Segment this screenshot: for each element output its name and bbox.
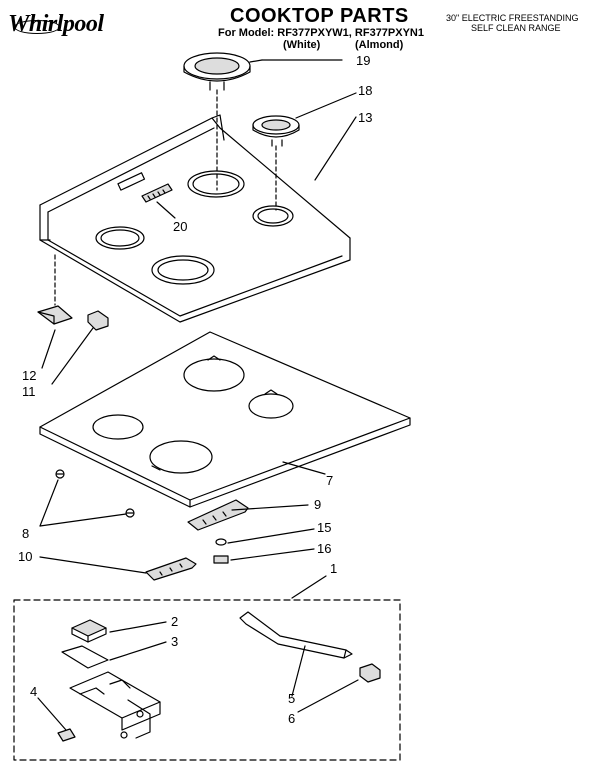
bracket-assembly[interactable] xyxy=(69,671,161,739)
callout-12: 12 xyxy=(22,368,37,383)
callout-8: 8 xyxy=(22,526,30,541)
callout-15: 15 xyxy=(317,520,332,535)
screw[interactable] xyxy=(125,508,135,518)
kit-outline xyxy=(13,599,401,761)
callout-11: 11 xyxy=(22,384,36,399)
callout-20: 20 xyxy=(173,219,188,234)
bracket[interactable] xyxy=(37,305,73,325)
sensor-bar[interactable] xyxy=(239,611,353,659)
nut[interactable] xyxy=(213,555,229,564)
insulator-pad[interactable] xyxy=(61,645,109,669)
main-top-panel[interactable] xyxy=(39,331,411,508)
callout-19: 19 xyxy=(356,53,371,68)
callout-4: 4 xyxy=(30,684,38,699)
callout-9: 9 xyxy=(314,497,322,512)
color-almond-label: (Almond) xyxy=(355,39,404,51)
leader-line xyxy=(282,461,326,475)
callout-10: 10 xyxy=(18,549,33,564)
vent-grille[interactable] xyxy=(141,183,173,203)
terminal[interactable] xyxy=(57,728,76,742)
color-white-label: (White) xyxy=(283,39,321,51)
logo-oval xyxy=(14,20,60,34)
small-surface-element[interactable] xyxy=(252,115,300,147)
spring-clip-lower[interactable] xyxy=(145,557,197,581)
leader-line xyxy=(231,504,309,511)
callout-1: 1 xyxy=(330,561,338,576)
washer[interactable] xyxy=(215,538,227,546)
callout-7: 7 xyxy=(326,473,334,488)
callout-18: 18 xyxy=(358,83,373,98)
callout-leaders xyxy=(37,59,359,731)
leader-line xyxy=(156,201,176,219)
brand-logo: Whirlpool xyxy=(8,11,104,37)
cooktop[interactable] xyxy=(39,114,351,323)
page-title: COOKTOP PARTS xyxy=(230,5,409,27)
block-clip[interactable] xyxy=(87,310,109,331)
callout-6: 6 xyxy=(288,711,296,726)
callout-13: 13 xyxy=(358,110,373,125)
callout-2: 2 xyxy=(171,614,179,629)
spring-clip[interactable] xyxy=(187,499,249,531)
large-surface-element[interactable] xyxy=(183,52,263,91)
range-description-line2: SELF CLEAN RANGE xyxy=(471,23,561,33)
callout-3: 3 xyxy=(171,634,179,649)
callout-16: 16 xyxy=(317,541,332,556)
callout-5: 5 xyxy=(288,691,296,706)
model-numbers: For Model: RF377PXYW1, RF377PXYN1 xyxy=(218,27,424,39)
small-block[interactable] xyxy=(359,663,381,683)
range-description-line1: 30" ELECTRIC FREESTANDING xyxy=(446,13,579,23)
screw[interactable] xyxy=(55,469,65,479)
switch[interactable] xyxy=(71,619,107,643)
